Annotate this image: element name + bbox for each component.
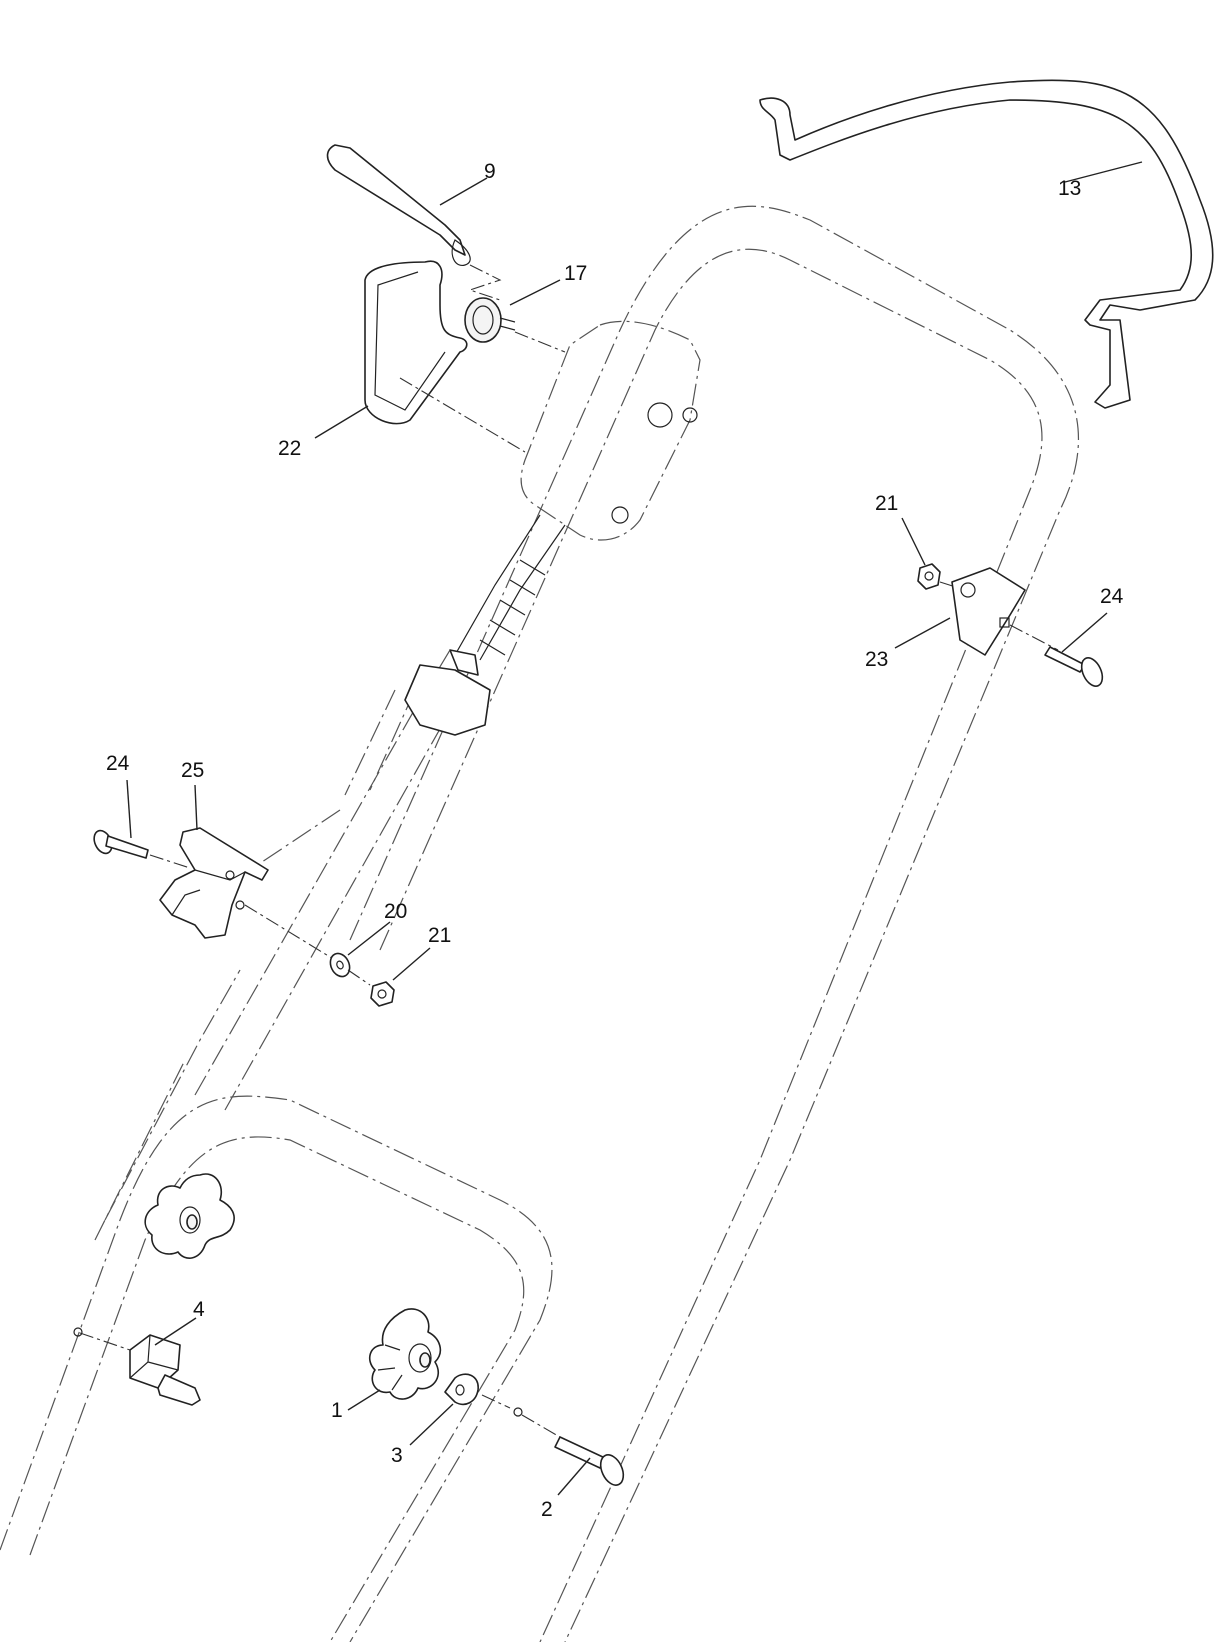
- callout-24-left: 24: [106, 752, 130, 775]
- part-21-nut-lower: [370, 981, 395, 1007]
- callout-20: 20: [384, 900, 407, 923]
- cable-grip: [404, 649, 491, 736]
- part-24-bolt-left: [93, 829, 191, 869]
- part-24-bolt-upper: [1044, 646, 1104, 687]
- callout-13: 13: [1058, 177, 1081, 200]
- part-20-washer: [329, 952, 371, 986]
- part-17-plug: [464, 297, 566, 353]
- callout-23: 23: [865, 648, 888, 671]
- part-22-decal-plate: [364, 260, 526, 453]
- callout-21-lower: 21: [428, 924, 451, 947]
- part-21-nut-upper: [917, 563, 966, 591]
- callout-4: 4: [193, 1298, 205, 1321]
- handle-frame-phantom: [0, 205, 1080, 1642]
- callout-9: 9: [484, 160, 496, 183]
- part-25-lever: [159, 827, 336, 961]
- control-cable: [454, 514, 566, 661]
- star-knob-upper: [144, 1173, 235, 1259]
- part-3-cone-washer: [444, 1373, 511, 1409]
- callout-25: 25: [181, 759, 204, 782]
- callout-24-upper: 24: [1100, 585, 1124, 608]
- part-23-bracket: [951, 567, 1059, 656]
- callout-2: 2: [541, 1498, 553, 1521]
- part-1-star-knob: [368, 1308, 442, 1400]
- control-housing: [520, 320, 701, 541]
- part-13-bail-bar: [759, 79, 1214, 409]
- leader-lines: [126, 161, 1143, 1496]
- callout-17: 17: [564, 262, 587, 285]
- callout-21-upper: 21: [875, 492, 898, 515]
- callout-3: 3: [391, 1444, 403, 1467]
- callout-labels: 9 13 17 22 21 24 23 24 25 20 21 4 1 3 2: [106, 160, 1124, 1521]
- callout-22: 22: [278, 437, 301, 460]
- part-4-adjuster-block: [73, 1327, 201, 1406]
- part-2-carriage-bolt: [513, 1407, 625, 1486]
- part-9-cord-loop: [326, 144, 502, 301]
- callout-1: 1: [331, 1399, 343, 1422]
